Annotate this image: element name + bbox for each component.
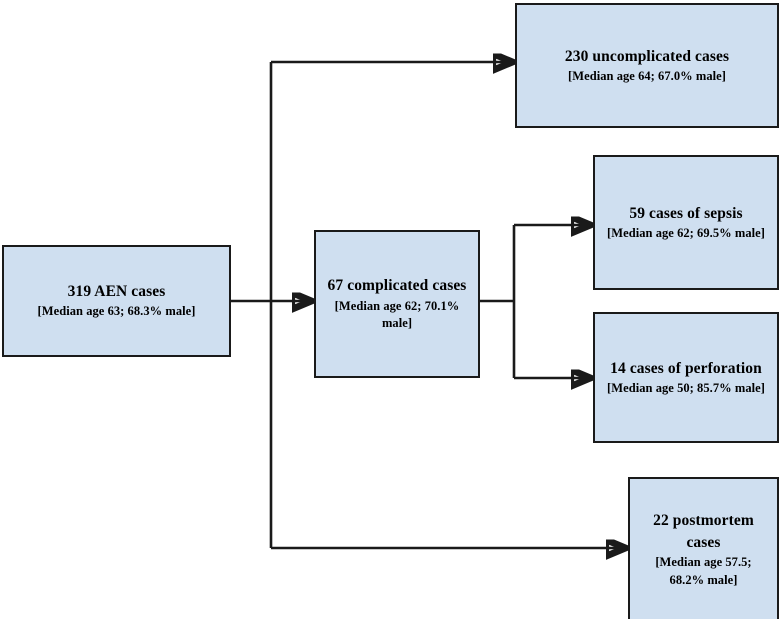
node-complicated-subtitle: [Median age 62; 70.1% male] xyxy=(334,298,460,331)
node-postmortem-title: 22 postmortem cases xyxy=(653,511,754,551)
node-uncomplicated[interactable]: 230 uncomplicated cases [Median age 64; … xyxy=(515,3,779,128)
node-uncomplicated-title: 230 uncomplicated cases xyxy=(564,47,730,65)
node-complicated-title: 67 complicated cases xyxy=(327,277,467,295)
node-root-subtitle: [Median age 63; 68.3% male] xyxy=(37,304,196,319)
node-perforation-subtitle: [Median age 50; 85.7% male] xyxy=(607,380,765,395)
node-postmortem[interactable]: 22 postmortem cases [Median age 57.5; 68… xyxy=(628,477,779,619)
node-perforation[interactable]: 14 cases of perforation [Median age 50; … xyxy=(593,312,779,443)
node-uncomplicated-subtitle: [Median age 64; 67.0% male] xyxy=(568,68,726,83)
node-root[interactable]: 319 AEN cases [Median age 63; 68.3% male… xyxy=(2,245,231,357)
node-sepsis-subtitle: [Median age 62; 69.5% male] xyxy=(607,225,765,240)
node-postmortem-subtitle: [Median age 57.5; 68.2% male] xyxy=(655,555,752,587)
node-sepsis[interactable]: 59 cases of sepsis [Median age 62; 69.5%… xyxy=(593,155,779,290)
node-root-title: 319 AEN cases xyxy=(67,283,166,301)
node-perforation-title: 14 cases of perforation xyxy=(610,359,762,377)
node-complicated[interactable]: 67 complicated cases [Median age 62; 70.… xyxy=(314,230,480,378)
node-sepsis-title: 59 cases of sepsis xyxy=(629,204,743,222)
